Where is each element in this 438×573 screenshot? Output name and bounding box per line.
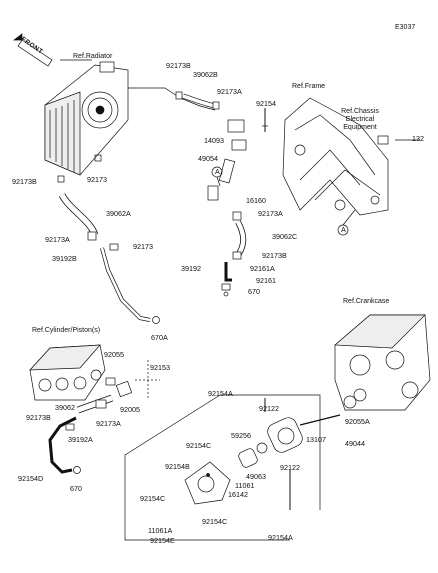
- part-92055A[interactable]: 92055A: [345, 417, 370, 426]
- part-92173A-top[interactable]: 92173A: [217, 87, 242, 96]
- part-92122-top[interactable]: 92122: [259, 404, 279, 413]
- part-11061A[interactable]: 11061A: [148, 526, 173, 535]
- part-92173-mid[interactable]: 92173: [133, 242, 153, 251]
- part-92173B-mid[interactable]: 92173B: [262, 251, 287, 260]
- part-14093[interactable]: 14093: [204, 136, 224, 145]
- part-92173A-low[interactable]: 92173A: [96, 419, 121, 428]
- frame-illustration: [282, 97, 389, 216]
- part-92154C-1[interactable]: 92154C: [186, 441, 212, 450]
- part-670A[interactable]: 670A: [151, 333, 168, 342]
- part-39062[interactable]: 39062: [55, 403, 75, 412]
- thermostat-housing: [207, 119, 247, 201]
- part-92173A-mid[interactable]: 92173A: [258, 209, 283, 218]
- part-132[interactable]: 132: [412, 134, 424, 143]
- callout-a-upper: A: [215, 167, 220, 176]
- crankcase-illustration: [334, 314, 431, 411]
- part-92173B-top[interactable]: 92173B: [166, 61, 191, 70]
- part-39192A[interactable]: 39192A: [68, 435, 93, 444]
- part-59256[interactable]: 59256: [231, 431, 251, 440]
- part-11061[interactable]: 11061: [235, 481, 255, 490]
- part-39062A[interactable]: 39062A: [106, 209, 131, 218]
- part-49044[interactable]: 49044: [345, 439, 365, 448]
- ref-frame[interactable]: Ref.Frame: [292, 83, 326, 90]
- part-92153[interactable]: 92153: [150, 363, 170, 372]
- part-49063[interactable]: 49063: [246, 472, 266, 481]
- part-670-low[interactable]: 670: [70, 484, 82, 493]
- callout-a-frame: A: [341, 225, 346, 234]
- part-39192[interactable]: 39192: [181, 264, 201, 273]
- part-92161A[interactable]: 92161A: [250, 264, 275, 273]
- part-49054[interactable]: 49054: [198, 154, 218, 163]
- water-pump-illustration: [184, 417, 303, 505]
- part-92055[interactable]: 92055: [104, 350, 124, 359]
- part-92173A-left[interactable]: 92173A: [45, 235, 70, 244]
- part-39062B[interactable]: 39062B: [193, 70, 218, 79]
- ref-chassis-electrical[interactable]: Ref.Chassis Electrical Equipment: [341, 108, 379, 131]
- part-92161[interactable]: 92161: [256, 276, 276, 285]
- ref-cylinder-piston[interactable]: Ref.Cylinder/Piston(s): [32, 327, 101, 334]
- diagram-code: E3037: [395, 24, 416, 31]
- part-16160[interactable]: 16160: [246, 196, 266, 205]
- cylinder-head-illustration: [29, 344, 106, 401]
- part-92154C-3[interactable]: 92154C: [202, 517, 228, 526]
- radiator-illustration: [44, 61, 129, 183]
- part-92154A-low[interactable]: 92154A: [268, 533, 293, 542]
- part-92173B-left[interactable]: 92173B: [12, 177, 37, 186]
- part-39192B[interactable]: 39192B: [52, 254, 77, 263]
- front-arrow-icon: [12, 33, 53, 67]
- part-92122-low[interactable]: 92122: [280, 463, 300, 472]
- ref-radiator[interactable]: Ref.Radiator: [73, 53, 113, 60]
- part-92173B-low[interactable]: 92173B: [26, 413, 51, 422]
- part-92005[interactable]: 92005: [120, 405, 140, 414]
- part-92154-top[interactable]: 92154: [256, 99, 276, 108]
- part-92154D[interactable]: 92154D: [18, 474, 44, 483]
- part-16142[interactable]: 16142: [228, 490, 248, 499]
- part-92154B[interactable]: 92154B: [165, 462, 190, 471]
- part-92154A-top[interactable]: 92154A: [208, 389, 233, 398]
- part-13107[interactable]: 13107: [306, 435, 326, 444]
- part-92173-left[interactable]: 92173: [87, 175, 107, 184]
- part-92154E[interactable]: 92154E: [150, 536, 175, 545]
- ref-crankcase[interactable]: Ref.Crankcase: [343, 298, 390, 305]
- part-92154C-2[interactable]: 92154C: [140, 494, 166, 503]
- part-670-mid[interactable]: 670: [248, 287, 260, 296]
- part-39062C[interactable]: 39062C: [272, 232, 298, 241]
